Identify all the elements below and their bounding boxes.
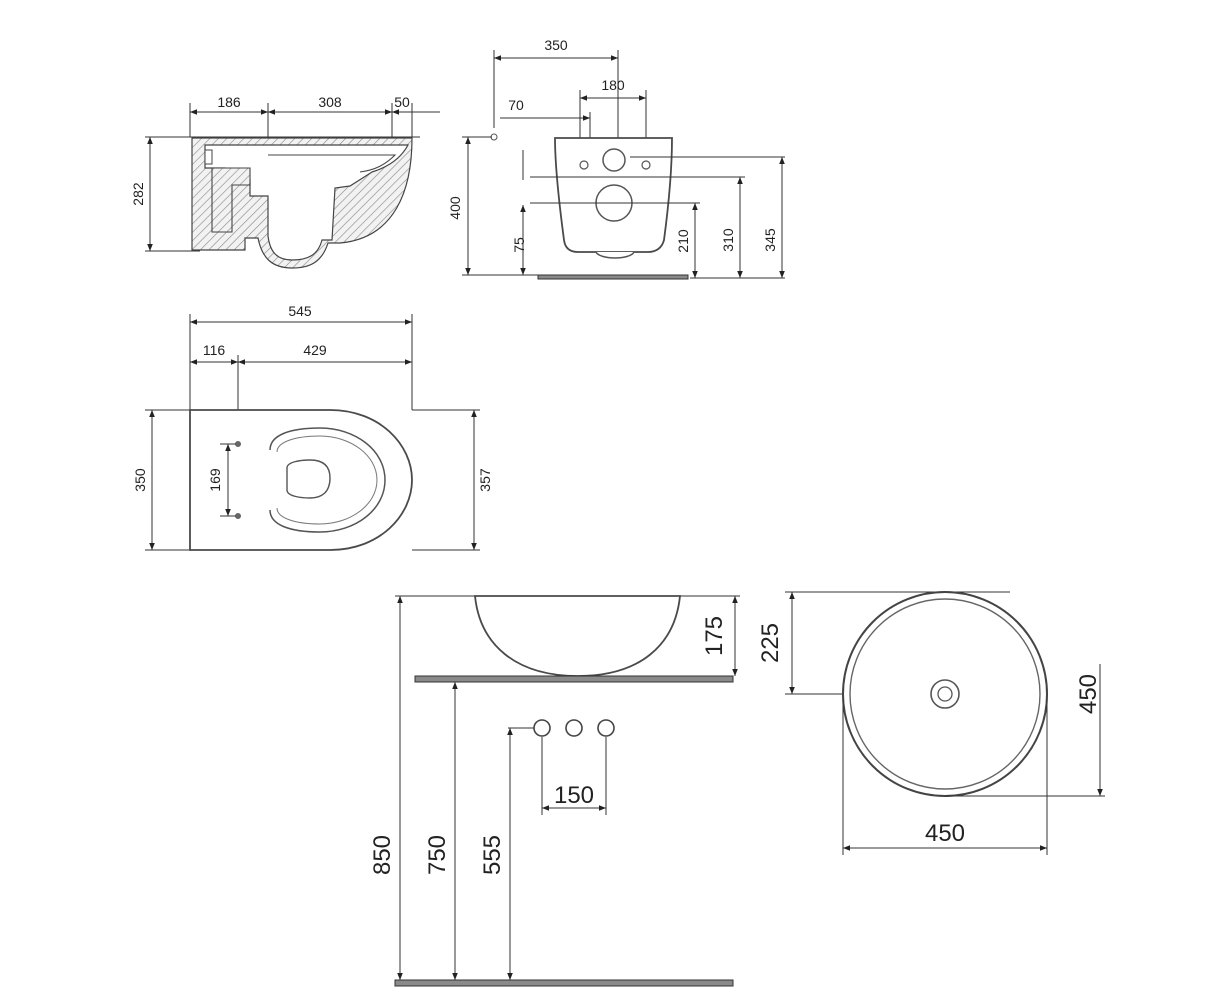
dim-label-150: 150 bbox=[554, 782, 594, 809]
dim-label-450-horizontal: 450 bbox=[925, 820, 965, 847]
dim-label-308: 308 bbox=[318, 94, 342, 110]
drain-inner bbox=[937, 686, 953, 702]
dim-label-75: 75 bbox=[511, 237, 527, 253]
toilet-front-view: 350 180 70 400 75 210 bbox=[447, 37, 785, 280]
dim-label-400: 400 bbox=[447, 196, 463, 220]
dim-label-345: 345 bbox=[762, 228, 778, 252]
dim-label-310: 310 bbox=[720, 228, 736, 252]
dim-label-357: 357 bbox=[477, 468, 493, 492]
dim-label-850: 850 bbox=[369, 835, 396, 875]
tap-connection-left bbox=[533, 719, 551, 737]
dim-label-429: 429 bbox=[303, 342, 327, 358]
dim-label-169: 169 bbox=[207, 468, 223, 492]
dim-label-210: 210 bbox=[675, 229, 691, 253]
toilet-top-view: 545 116 429 350 169 357 bbox=[132, 303, 493, 551]
basin-bowl-profile bbox=[474, 595, 681, 677]
tap-connection-right bbox=[597, 719, 615, 737]
dim-label-70: 70 bbox=[508, 97, 524, 113]
dim-label-450-vertical: 450 bbox=[1075, 674, 1102, 714]
dim-label-225: 225 bbox=[757, 623, 784, 663]
dim-label-180: 180 bbox=[601, 77, 625, 93]
dim-label-750: 750 bbox=[424, 835, 451, 875]
dim-label-555: 555 bbox=[479, 835, 506, 875]
tap-connection-center bbox=[565, 719, 583, 737]
dim-label-350-side: 350 bbox=[132, 468, 148, 492]
dim-label-186: 186 bbox=[217, 94, 241, 110]
dim-label-350-top: 350 bbox=[544, 37, 568, 53]
dim-label-545: 545 bbox=[288, 303, 312, 319]
floor-slab bbox=[537, 274, 689, 280]
countertop-slab bbox=[414, 675, 734, 683]
dim-label-50: 50 bbox=[394, 94, 410, 110]
floor-line bbox=[394, 979, 734, 987]
basin-top-view: 225 450 450 bbox=[757, 591, 1105, 855]
basin-front-view: 175 150 555 750 850 bbox=[369, 595, 740, 987]
dim-label-175: 175 bbox=[701, 616, 728, 656]
toilet-side-view: 186 308 50 282 bbox=[130, 94, 440, 269]
dim-label-116: 116 bbox=[203, 342, 226, 358]
dim-label-282: 282 bbox=[130, 182, 146, 206]
